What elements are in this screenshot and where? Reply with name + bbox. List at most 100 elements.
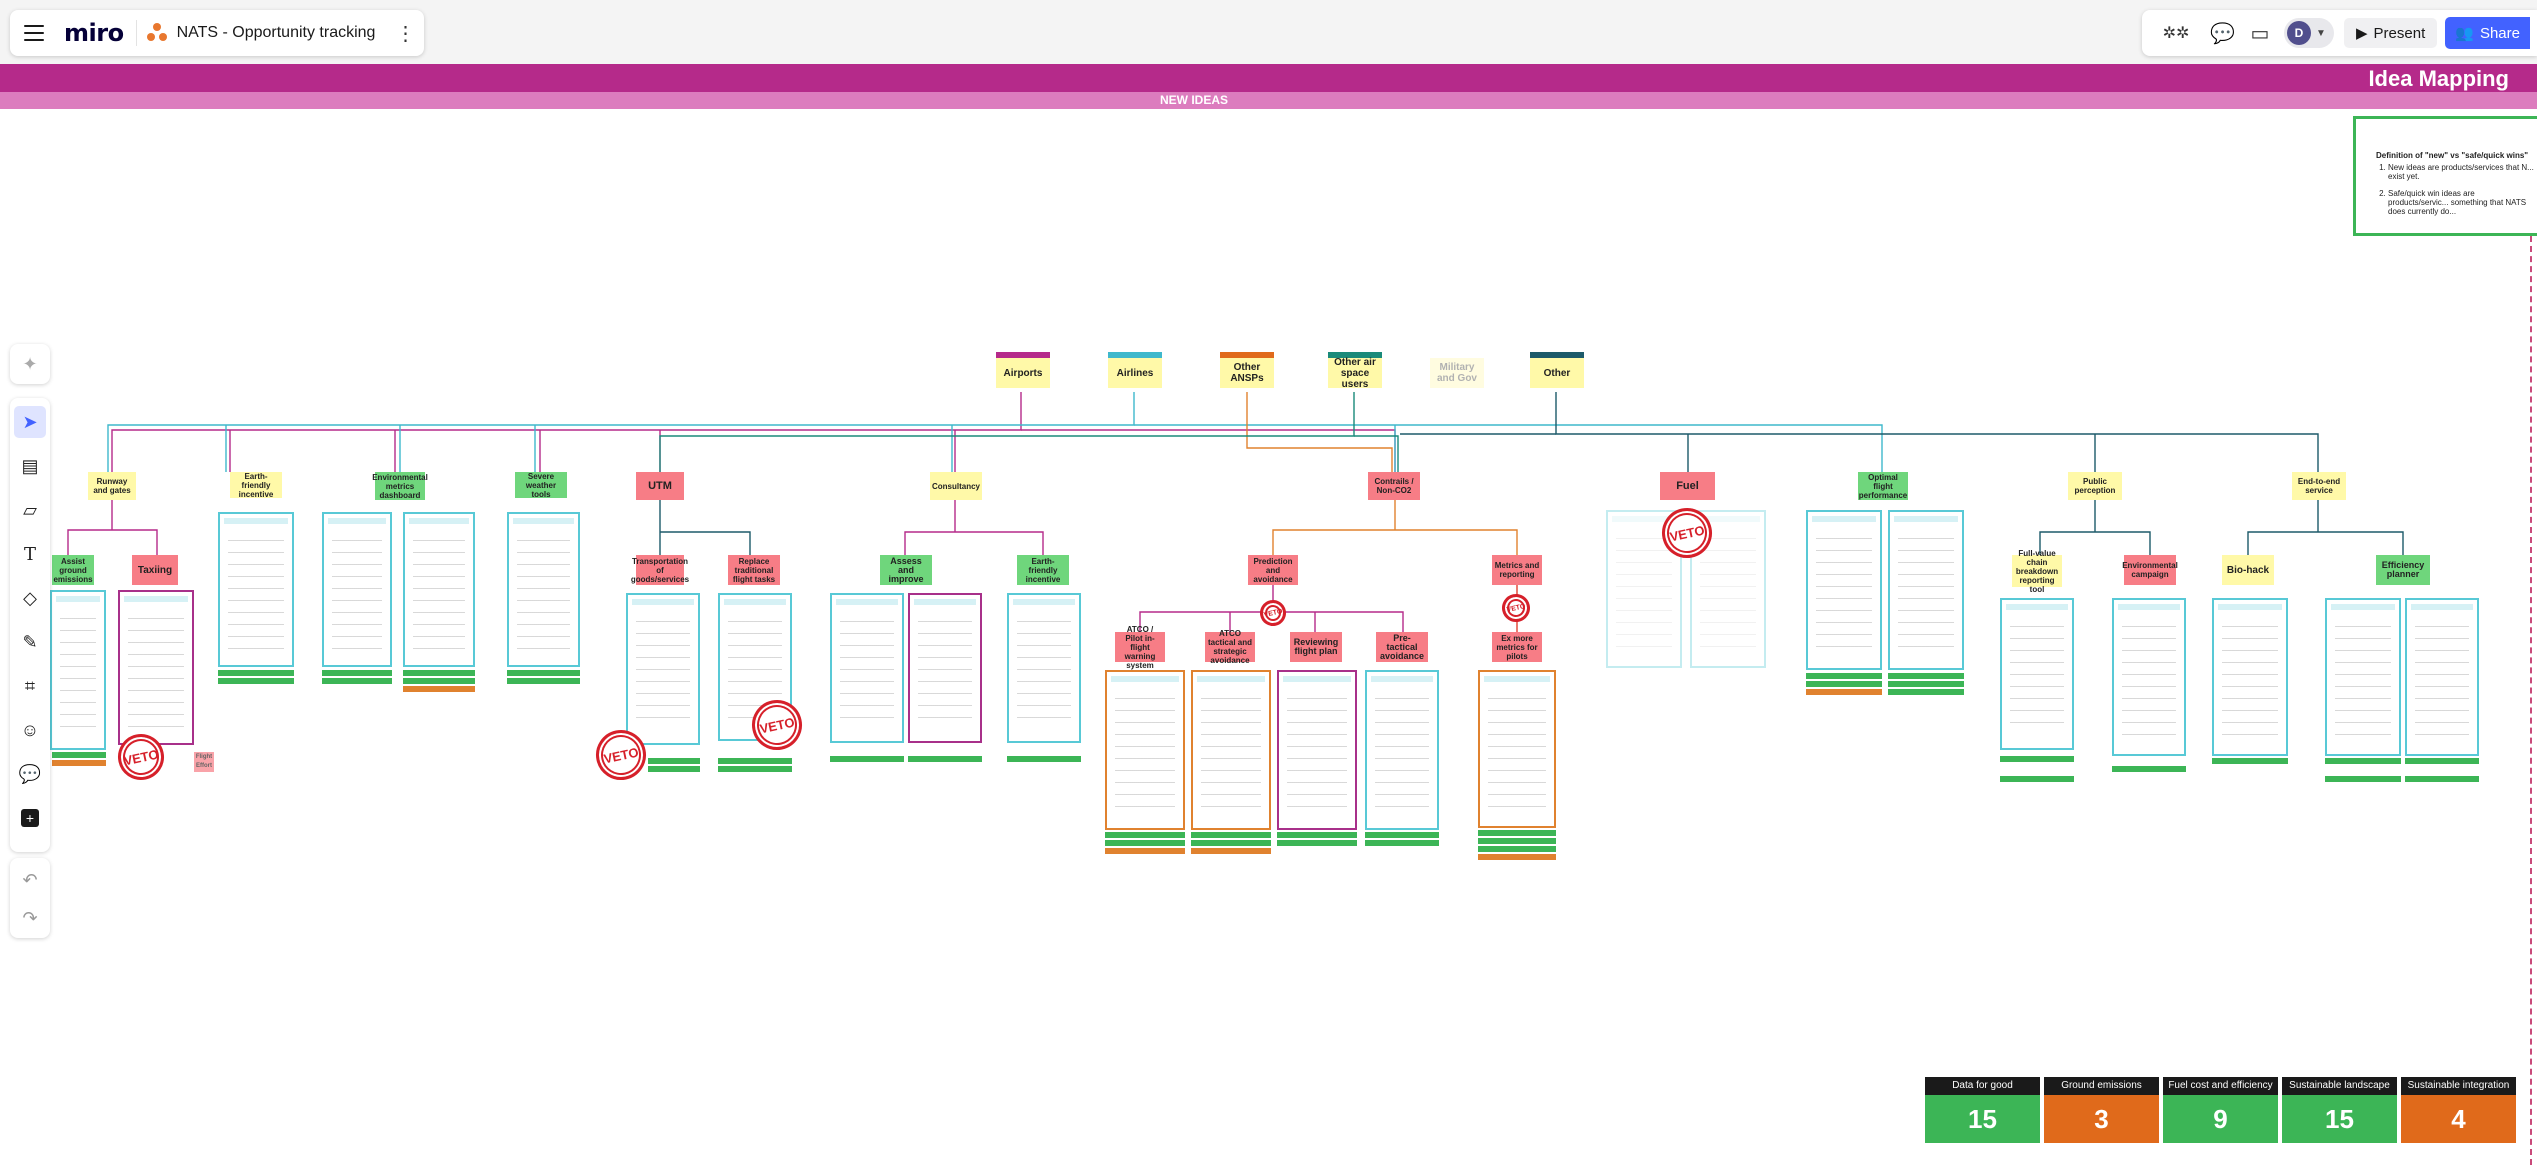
idea-card[interactable] — [2000, 598, 2074, 750]
idea-card[interactable] — [507, 512, 580, 667]
present-button[interactable]: ▶ Present — [2344, 18, 2438, 48]
idea-card[interactable] — [2212, 598, 2288, 756]
idea-card[interactable] — [1806, 510, 1882, 670]
sub-taxiing[interactable]: Taxiing — [132, 555, 178, 585]
tag-sustainable-landscape — [2000, 776, 2074, 782]
header-other-airspace[interactable]: Other air space users — [1328, 352, 1382, 390]
shapes-tool-button[interactable]: ◇ — [14, 582, 46, 614]
frame-tool-button[interactable]: ⌗ — [14, 670, 46, 702]
comments-icon[interactable]: 💬 — [2210, 22, 2235, 45]
header-other[interactable]: Other — [1530, 352, 1584, 388]
miro-logo[interactable]: miro — [64, 19, 124, 47]
undo-button[interactable]: ↶ — [14, 864, 46, 896]
text-tool-button[interactable]: T — [14, 538, 46, 570]
idea-card[interactable] — [50, 590, 106, 750]
theme-fuel[interactable]: Fuel — [1660, 472, 1715, 500]
theme-public-perception[interactable]: Public perception — [2068, 472, 2122, 500]
sub-pre-tactical[interactable]: Pre-tactical avoidance — [1376, 632, 1428, 662]
idea-card[interactable] — [1105, 670, 1185, 830]
tag-sustainable-landscape — [1888, 689, 1964, 695]
idea-card[interactable] — [1191, 670, 1271, 830]
idea-card[interactable] — [1007, 593, 1081, 743]
templates-tool-button[interactable]: ▤ — [14, 450, 46, 482]
header-airlines[interactable]: Airlines — [1108, 352, 1162, 388]
idea-card[interactable] — [1690, 510, 1766, 668]
idea-card[interactable] — [403, 512, 475, 667]
reactions-icon[interactable]: ✲✲ — [2162, 25, 2190, 42]
cursor-icon: ➤ — [22, 411, 38, 432]
sub-replace-flight-tasks[interactable]: Replace traditional flight tasks — [728, 555, 780, 585]
tag-data-for-good — [1888, 673, 1964, 679]
tag-sustainable-integration — [1105, 848, 1185, 854]
sub-assess-improve[interactable]: Assess and improve — [880, 555, 932, 585]
idea-card[interactable] — [2112, 598, 2186, 756]
idea-card[interactable] — [118, 590, 194, 745]
tag-data-for-good — [1105, 832, 1185, 838]
idea-card[interactable] — [1277, 670, 1357, 830]
board-header-panel: miro NATS - Opportunity tracking ⋮ — [10, 10, 424, 56]
sub-metrics-reporting[interactable]: Metrics and reporting — [1492, 555, 1542, 585]
tag-fuel-cost — [403, 678, 475, 684]
theme-end-to-end[interactable]: End-to-end service — [2292, 472, 2346, 500]
ai-assist-button[interactable]: ✦ — [10, 344, 50, 384]
header-military[interactable]: Military and Gov — [1430, 358, 1484, 388]
idea-card[interactable] — [1606, 510, 1682, 668]
idea-card[interactable] — [1478, 670, 1556, 828]
tag-fuel-cost — [718, 766, 792, 772]
definition-item: New ideas are products/services that N..… — [2388, 163, 2537, 181]
idea-card[interactable] — [2325, 598, 2401, 756]
idea-card[interactable] — [322, 512, 392, 667]
sub-biohack[interactable]: Bio-hack — [2222, 555, 2274, 585]
definition-box[interactable]: Definition of "new" vs "safe/quick wins"… — [2353, 116, 2537, 236]
sub-reviewing[interactable]: Reviewing flight plan — [1290, 632, 1342, 662]
sub-earth-incentive[interactable]: Earth-friendly incentive — [1017, 555, 1069, 585]
theme-consultancy[interactable]: Consultancy — [930, 472, 982, 500]
more-options-icon[interactable]: ⋮ — [395, 22, 416, 45]
idea-card[interactable] — [1365, 670, 1439, 830]
menu-icon[interactable] — [24, 25, 44, 41]
theme-env-dashboard[interactable]: Environmental metrics dashboard — [372, 472, 428, 500]
sub-atco-tactical[interactable]: ATCO tactical and strategic avoidance — [1205, 629, 1255, 665]
theme-runway[interactable]: Runway and gates — [88, 472, 136, 500]
counter-label: Sustainable landscape — [2282, 1077, 2397, 1095]
idea-card[interactable] — [1888, 510, 1964, 670]
tag-ground-emissions — [403, 686, 475, 692]
theme-utm[interactable]: UTM — [636, 472, 684, 500]
idea-card[interactable] — [218, 512, 294, 667]
sticky-note-tool-button[interactable]: ▱ — [14, 494, 46, 526]
video-call-icon[interactable]: ▭ — [2250, 22, 2270, 45]
sub-atco-pilot[interactable]: ATCO / Pilot in-flight warning system — [1115, 625, 1165, 670]
theme-severe-weather[interactable]: Severe weather tools — [515, 472, 567, 499]
sub-efficiency[interactable]: Efficiency planner — [2376, 555, 2430, 585]
redo-button[interactable]: ↷ — [14, 902, 46, 934]
sub-transportation[interactable]: Transportation of goods/services — [630, 555, 690, 585]
tag-data-for-good — [1365, 832, 1439, 838]
idea-card[interactable] — [2405, 598, 2479, 756]
theme-contrails[interactable]: Contrails / Non-CO2 — [1368, 472, 1420, 500]
tag-sustainable-landscape — [2112, 766, 2186, 772]
sub-ground-emissions[interactable]: Assist ground emissions — [52, 555, 94, 585]
idea-card[interactable] — [626, 593, 700, 745]
sticker-tool-button[interactable]: ☺ — [14, 714, 46, 746]
theme-earth-incentive[interactable]: Earth-friendly incentive — [230, 472, 282, 499]
share-button[interactable]: 👥 Share — [2445, 17, 2530, 49]
theme-optimal-flight[interactable]: Optimal flight performance — [1858, 472, 1908, 500]
idea-card[interactable] — [908, 593, 982, 743]
select-tool-button[interactable]: ➤ — [14, 406, 46, 438]
tag-data-for-good — [218, 670, 294, 676]
sub-fullvalue[interactable]: Full-value chain breakdown reporting too… — [2012, 549, 2062, 594]
comment-tool-button[interactable]: 💬 — [14, 758, 46, 790]
header-other-ansps[interactable]: Other ANSPs — [1220, 352, 1274, 388]
small-note[interactable]: Flight Effort — [194, 752, 214, 772]
collaborators-menu[interactable]: D ▼ — [2284, 18, 2334, 48]
sub-env-campaign[interactable]: Environmental campaign — [2122, 555, 2178, 585]
templates-icon: ▤ — [21, 455, 39, 476]
counter-label: Ground emissions — [2044, 1077, 2159, 1095]
header-airports[interactable]: Airports — [996, 352, 1050, 388]
sub-ex-more[interactable]: Ex more metrics for pilots — [1492, 632, 1542, 662]
board-title[interactable]: NATS - Opportunity tracking — [176, 24, 376, 41]
pen-tool-button[interactable]: ✎ — [14, 626, 46, 658]
sub-prediction[interactable]: Prediction and avoidance — [1248, 555, 1298, 585]
idea-card[interactable] — [830, 593, 904, 743]
more-tools-button[interactable]: + — [14, 802, 46, 834]
